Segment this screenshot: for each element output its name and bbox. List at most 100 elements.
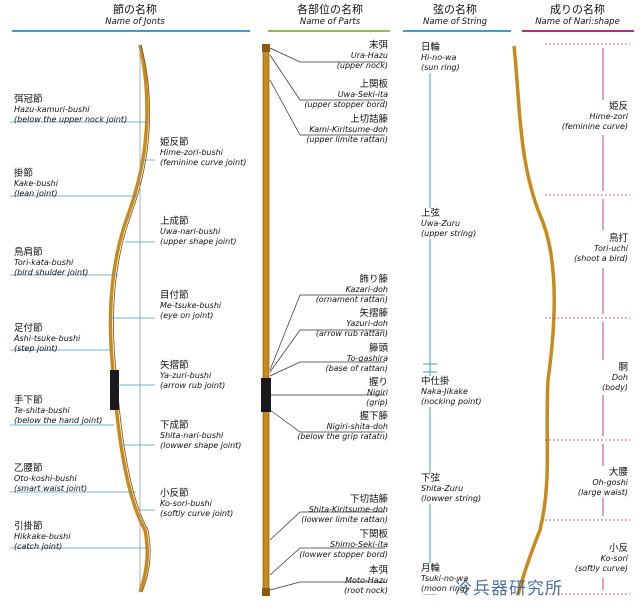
shape-rom: Ko-sori bbox=[600, 554, 628, 563]
part-rom: Kazari-doh bbox=[345, 285, 388, 294]
shape-header-en: Name of Nari:shape bbox=[535, 17, 620, 27]
string-header: 弦の名称 Name of String bbox=[400, 4, 510, 28]
shape-hime-zori: 姫反 Hime-zori (feminine curve) bbox=[561, 101, 628, 132]
part-rom: To-gashira bbox=[346, 354, 388, 363]
joint-rom: Oto-koshi-bushi bbox=[14, 474, 77, 483]
part-yazuri: 矢摺籐 Yazuri-doh (arrow rub rattan) bbox=[316, 308, 388, 339]
part-en: (lowwer stopper bord) bbox=[299, 550, 388, 559]
string-rom: Uwa-Zuru bbox=[421, 219, 461, 228]
joint-jp: 手下節 bbox=[14, 395, 43, 406]
string-rom: Tsuki-no-wa bbox=[421, 574, 469, 583]
joint-rom: Ashi-tsuke-bushi bbox=[14, 334, 81, 343]
joint-en: (below the upper nock joint) bbox=[14, 115, 128, 124]
joint-en: (lean joint) bbox=[14, 189, 58, 198]
joint-jp: 矢摺節 bbox=[160, 360, 189, 371]
string-naka-jikake: 中仕掛 Naka-Jikake (nocking point) bbox=[421, 376, 482, 407]
shape-rom: Doh bbox=[611, 373, 628, 382]
parts-header-en: Name of Parts bbox=[299, 17, 361, 27]
shape-en: (softly curve) bbox=[574, 564, 628, 573]
joint-rom: Ko-sori-bushi bbox=[160, 499, 212, 508]
part-en: (root nock) bbox=[344, 586, 388, 595]
part-en: (upper nock) bbox=[336, 61, 388, 70]
string-en: (nocking point) bbox=[421, 397, 482, 406]
part-rom: Ura-Hazu bbox=[350, 51, 388, 60]
joints-header-rule bbox=[12, 30, 250, 32]
part-rom: Shimo-Seki-ita bbox=[330, 540, 388, 549]
string-header-jp: 弦の名称 bbox=[433, 3, 477, 16]
part-moto-hazu: 本弭 Moto-Hazu (root nock) bbox=[344, 565, 388, 596]
shape-rom: Oh-goshi bbox=[592, 478, 628, 487]
part-rom: Yazuri-doh bbox=[346, 319, 388, 328]
part-en: (lowwer limite rattan) bbox=[301, 515, 388, 524]
part-rom: Uwa-Seki-ita bbox=[337, 90, 388, 99]
shape-jp: 小反 bbox=[608, 543, 628, 554]
joint-jp: 下成節 bbox=[160, 420, 189, 431]
joint-jp: 姫反節 bbox=[160, 137, 189, 148]
part-uwa-seki-ita: 上関板 Uwa-Seki-ita (upper stopper bord) bbox=[304, 79, 388, 110]
shape-en: (body) bbox=[601, 383, 628, 392]
shape-jp: 姫反 bbox=[608, 101, 628, 112]
shape-header: 成りの名称 Name of Nari:shape bbox=[520, 4, 635, 28]
string-tsuki-no-wa: 月輪 Tsuki-no-wa (moon ring) bbox=[421, 563, 469, 594]
shape-en: (feminine curve) bbox=[561, 122, 628, 131]
string-uwa-zuru: 上弦 Uwa-Zuru (upper string) bbox=[421, 208, 477, 239]
center-bow bbox=[262, 44, 270, 596]
leader-nigiri-shita bbox=[269, 409, 385, 433]
shape-rom: Tori-uchi bbox=[594, 244, 628, 253]
joint-en: (feminine curve joint) bbox=[160, 158, 247, 167]
shape-header-rule bbox=[522, 30, 634, 32]
joint-jp: 小反節 bbox=[160, 488, 189, 499]
string-header-rule bbox=[403, 30, 511, 32]
part-rom: Moto-Hazu bbox=[345, 576, 388, 585]
part-jp: 握り bbox=[368, 377, 388, 388]
joint-ya-zuri: 矢摺節 Ya-zuri-bushi (arrow rub joint) bbox=[160, 360, 225, 391]
joint-shita-nari: 下成節 Shita-nari-bushi (lowwer shape joint… bbox=[160, 420, 241, 451]
joint-rom: Tori-kata-bushi bbox=[14, 258, 74, 267]
joint-rom: Hikkake-bushi bbox=[14, 532, 71, 541]
part-rom: Shita-Kiritsume-doh bbox=[308, 505, 388, 514]
string-hi-no-wa: 日輪 Hi-no-wa (sun ring) bbox=[421, 42, 460, 73]
part-shita-kiritsume: 下切詰籐 Shita-Kiritsume-doh (lowwer limite … bbox=[301, 494, 388, 525]
part-nigiri-shita: 握下籐 Nigiri-shita-doh (below the grip rat… bbox=[297, 411, 388, 442]
joint-rom: Hime-zori-bushi bbox=[160, 148, 223, 157]
shape-header-jp: 成りの名称 bbox=[550, 3, 605, 16]
part-en: (base of rattan) bbox=[325, 364, 388, 373]
string-jp: 中仕掛 bbox=[421, 376, 450, 387]
joint-en: (softly curve joint) bbox=[160, 509, 234, 518]
joint-en: (eye on joint) bbox=[160, 311, 214, 320]
parts-header: 各部位の名称 Name of Parts bbox=[255, 4, 405, 28]
leader-to-gashira bbox=[269, 361, 385, 377]
part-jp: 矢摺籐 bbox=[359, 308, 388, 319]
parts-header-rule bbox=[268, 30, 390, 32]
string-jp: 下弦 bbox=[421, 473, 441, 484]
joint-jp: 上成節 bbox=[160, 216, 189, 227]
joint-hime-zori: 姫反節 Hime-zori-bushi (feminine curve join… bbox=[160, 137, 246, 168]
joint-en: (step joint) bbox=[14, 344, 58, 353]
joint-ashi-tsuke: 足付節 Ashi-tsuke-bushi (step joint) bbox=[14, 323, 80, 354]
part-jp: 末弭 bbox=[368, 40, 388, 51]
left-bow-edge bbox=[113, 44, 151, 593]
center-bow-nock-bottom bbox=[262, 588, 270, 596]
joints-header-jp: 節の名称 bbox=[113, 3, 157, 16]
part-jp: 上関板 bbox=[359, 79, 388, 90]
left-bow bbox=[108, 44, 149, 593]
part-jp: 上切詰籐 bbox=[349, 114, 388, 125]
leader-yazuri bbox=[269, 329, 385, 373]
joint-kake: 掛節 Kake-bushi (lean joint) bbox=[14, 168, 58, 199]
joint-en: (upper shape joint) bbox=[160, 237, 237, 246]
left-bow-grip bbox=[110, 370, 119, 410]
part-to-gashira: 籐頭 To-gashira (base of rattan) bbox=[325, 343, 388, 374]
shape-tori-uchi: 鳥打 Tori-uchi (shoot a bird) bbox=[573, 233, 628, 264]
part-jp: 握下籐 bbox=[359, 411, 388, 422]
part-jp: 本弭 bbox=[368, 565, 388, 576]
string-jp: 月輪 bbox=[421, 563, 441, 574]
joint-me-tsuke: 目付節 Me-tsuke-bushi (eye on joint) bbox=[160, 290, 221, 321]
string-rom: Naka-Jikake bbox=[421, 387, 468, 396]
shape-ko-sori: 小反 Ko-sori (softly curve) bbox=[574, 543, 628, 574]
part-jp: 下関板 bbox=[359, 529, 388, 540]
part-en: (arrow rub rattan) bbox=[315, 329, 388, 338]
leader-moto-hazu bbox=[269, 581, 385, 591]
shape-oh-goshi: 大腰 Oh-goshi (large waist) bbox=[577, 467, 628, 498]
part-en: (upper stopper bord) bbox=[304, 100, 388, 109]
